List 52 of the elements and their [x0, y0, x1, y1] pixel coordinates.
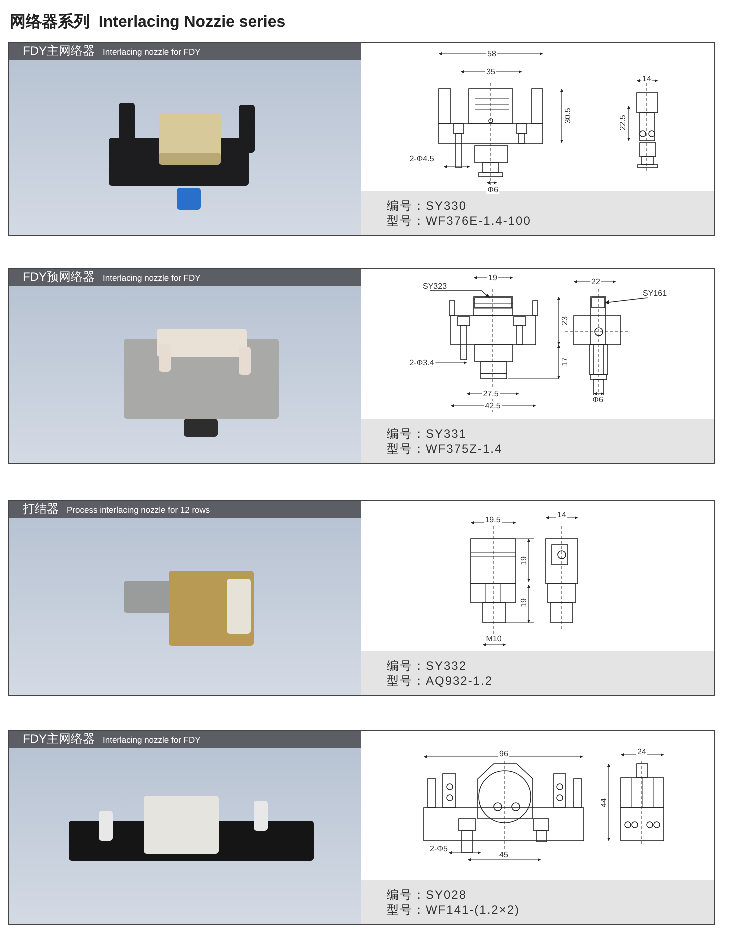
dimension-label: 45	[498, 850, 510, 860]
product-panel	[8, 268, 715, 464]
dimension-label: 2-Φ3.4	[408, 358, 436, 368]
dimension-label: Φ6	[592, 396, 604, 404]
part-label: SY161	[643, 289, 668, 298]
page-title: 网络器系列 Interlacing Nozzie series	[10, 12, 286, 33]
section-subheading: Interlacing nozzle for FDY	[103, 272, 201, 282]
dimension-label: 27.5	[482, 390, 500, 398]
dimension-label: 14	[642, 74, 652, 84]
dimension-label: 2-Φ5	[429, 844, 449, 854]
dimension-label: 14	[556, 510, 568, 520]
dimension-label: 58	[486, 50, 498, 58]
dimension-label: 44	[600, 798, 608, 808]
nozzle-part	[592, 298, 606, 308]
dimension-label: M10	[485, 634, 503, 644]
section-heading: FDY预网络器	[23, 269, 95, 286]
section-heading: FDY主网络器	[23, 731, 95, 748]
model-number: 型号：WF141-(1.2×2)	[387, 902, 520, 919]
model-number: 型号：WF375Z-1.4	[387, 441, 503, 458]
section-heading: FDY主网络器	[23, 43, 95, 60]
section-subheading: Process interlacing nozzle for 12 rows	[67, 504, 210, 514]
part-number: 编号：SY332	[387, 658, 468, 675]
section-subheading: Interlacing nozzle for FDY	[103, 734, 201, 744]
dimension-label: 23	[560, 316, 570, 326]
product-panel	[8, 730, 715, 925]
dimension-label: Φ6	[486, 186, 500, 194]
leader-line	[430, 290, 490, 298]
nozzle-part	[474, 298, 512, 308]
dimension-label: 2-Φ4.5	[408, 154, 436, 164]
dimension-label: 35	[486, 68, 496, 76]
part-number: 编号：SY330	[387, 198, 468, 215]
dimension-label: 17	[560, 356, 570, 368]
dimension-label: 22.5	[618, 114, 628, 132]
part-label: SY323	[423, 282, 448, 291]
dimension-label: 19.5	[484, 516, 502, 524]
dimension-label: 22	[590, 278, 602, 286]
dimension-label: 19	[520, 598, 528, 608]
dimension-label: 42.5	[484, 402, 502, 410]
model-number: 型号：WF376E-1.4-100	[387, 213, 532, 230]
dimension-label: 30.5	[564, 107, 572, 125]
section-heading: 打结器	[23, 501, 59, 518]
product-panel	[8, 42, 715, 236]
part-number: 编号：SY028	[387, 887, 468, 904]
dimension-label: 24	[636, 748, 648, 756]
leader-line	[604, 298, 648, 305]
dimension-label: 96	[498, 750, 510, 758]
model-number: 型号：AQ932-1.2	[387, 673, 494, 690]
dimension-label: 19	[520, 556, 528, 566]
section-subheading: Interlacing nozzle for FDY	[103, 46, 201, 56]
dimension-label: 19	[488, 274, 498, 282]
product-panel	[8, 500, 715, 696]
part-number: 编号：SY331	[387, 426, 468, 443]
